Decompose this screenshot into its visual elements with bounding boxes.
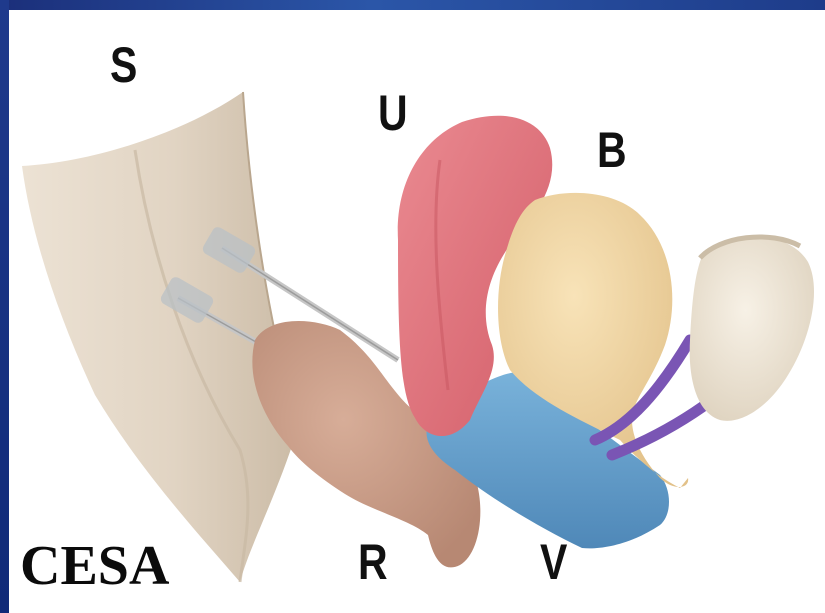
label-s: S xyxy=(110,40,137,90)
label-u: U xyxy=(378,88,408,138)
sacrum-plate xyxy=(22,92,298,582)
label-r: R xyxy=(358,537,388,587)
pubis-shape xyxy=(690,237,814,421)
brand-label: CESA xyxy=(20,538,169,594)
label-b: B xyxy=(597,125,627,175)
label-v: V xyxy=(540,537,567,587)
